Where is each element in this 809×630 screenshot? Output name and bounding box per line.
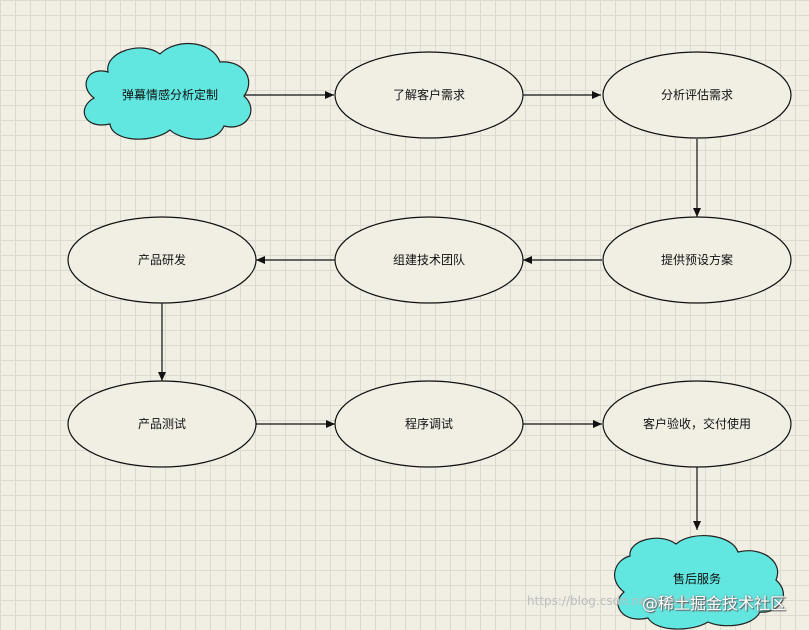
node-understand-label: 了解客户需求 <box>393 87 465 102</box>
node-test[interactable]: 产品测试 <box>67 380 257 468</box>
node-develop-label: 产品研发 <box>138 252 186 267</box>
node-shape <box>67 216 257 304</box>
node-analyze-label: 分析评估需求 <box>661 88 733 102</box>
node-team[interactable]: 组建技术团队 <box>334 216 524 304</box>
node-debug-label: 程序调试 <box>405 416 453 431</box>
node-team-label: 组建技术团队 <box>393 252 465 267</box>
node-accept-label: 客户验收，交付使用 <box>643 416 751 431</box>
node-understand[interactable]: 了解客户需求 <box>334 51 524 139</box>
cloud-shape <box>83 42 252 140</box>
node-accept[interactable]: 客户验收，交付使用 <box>602 380 792 468</box>
node-shape <box>602 216 792 304</box>
node-start-label: 弹幕情感分析定制 <box>122 87 218 102</box>
node-shape <box>334 51 524 139</box>
watermark-url: https://blog.csdn.net/weixin_4 <box>527 594 708 608</box>
node-shape <box>67 380 257 468</box>
node-test-label: 产品测试 <box>138 416 186 431</box>
node-service-cloud[interactable]: 售后服务 <box>614 535 785 630</box>
node-plan[interactable]: 提供预设方案 <box>602 216 792 304</box>
node-shape <box>334 380 524 468</box>
node-analyze[interactable]: 分析评估需求 <box>602 51 792 139</box>
node-debug[interactable]: 程序调试 <box>334 380 524 468</box>
node-shape <box>602 51 792 139</box>
node-service-label: 售后服务 <box>673 571 721 586</box>
node-shape <box>602 380 792 468</box>
node-start-cloud[interactable]: 弹幕情感分析定制 <box>83 42 252 140</box>
node-plan-label: 提供预设方案 <box>661 252 733 267</box>
node-develop[interactable]: 产品研发 <box>67 216 257 304</box>
node-shape <box>334 216 524 304</box>
cloud-shape <box>614 535 785 630</box>
watermark-brand: @稀土掘金技术社区 <box>642 594 787 613</box>
